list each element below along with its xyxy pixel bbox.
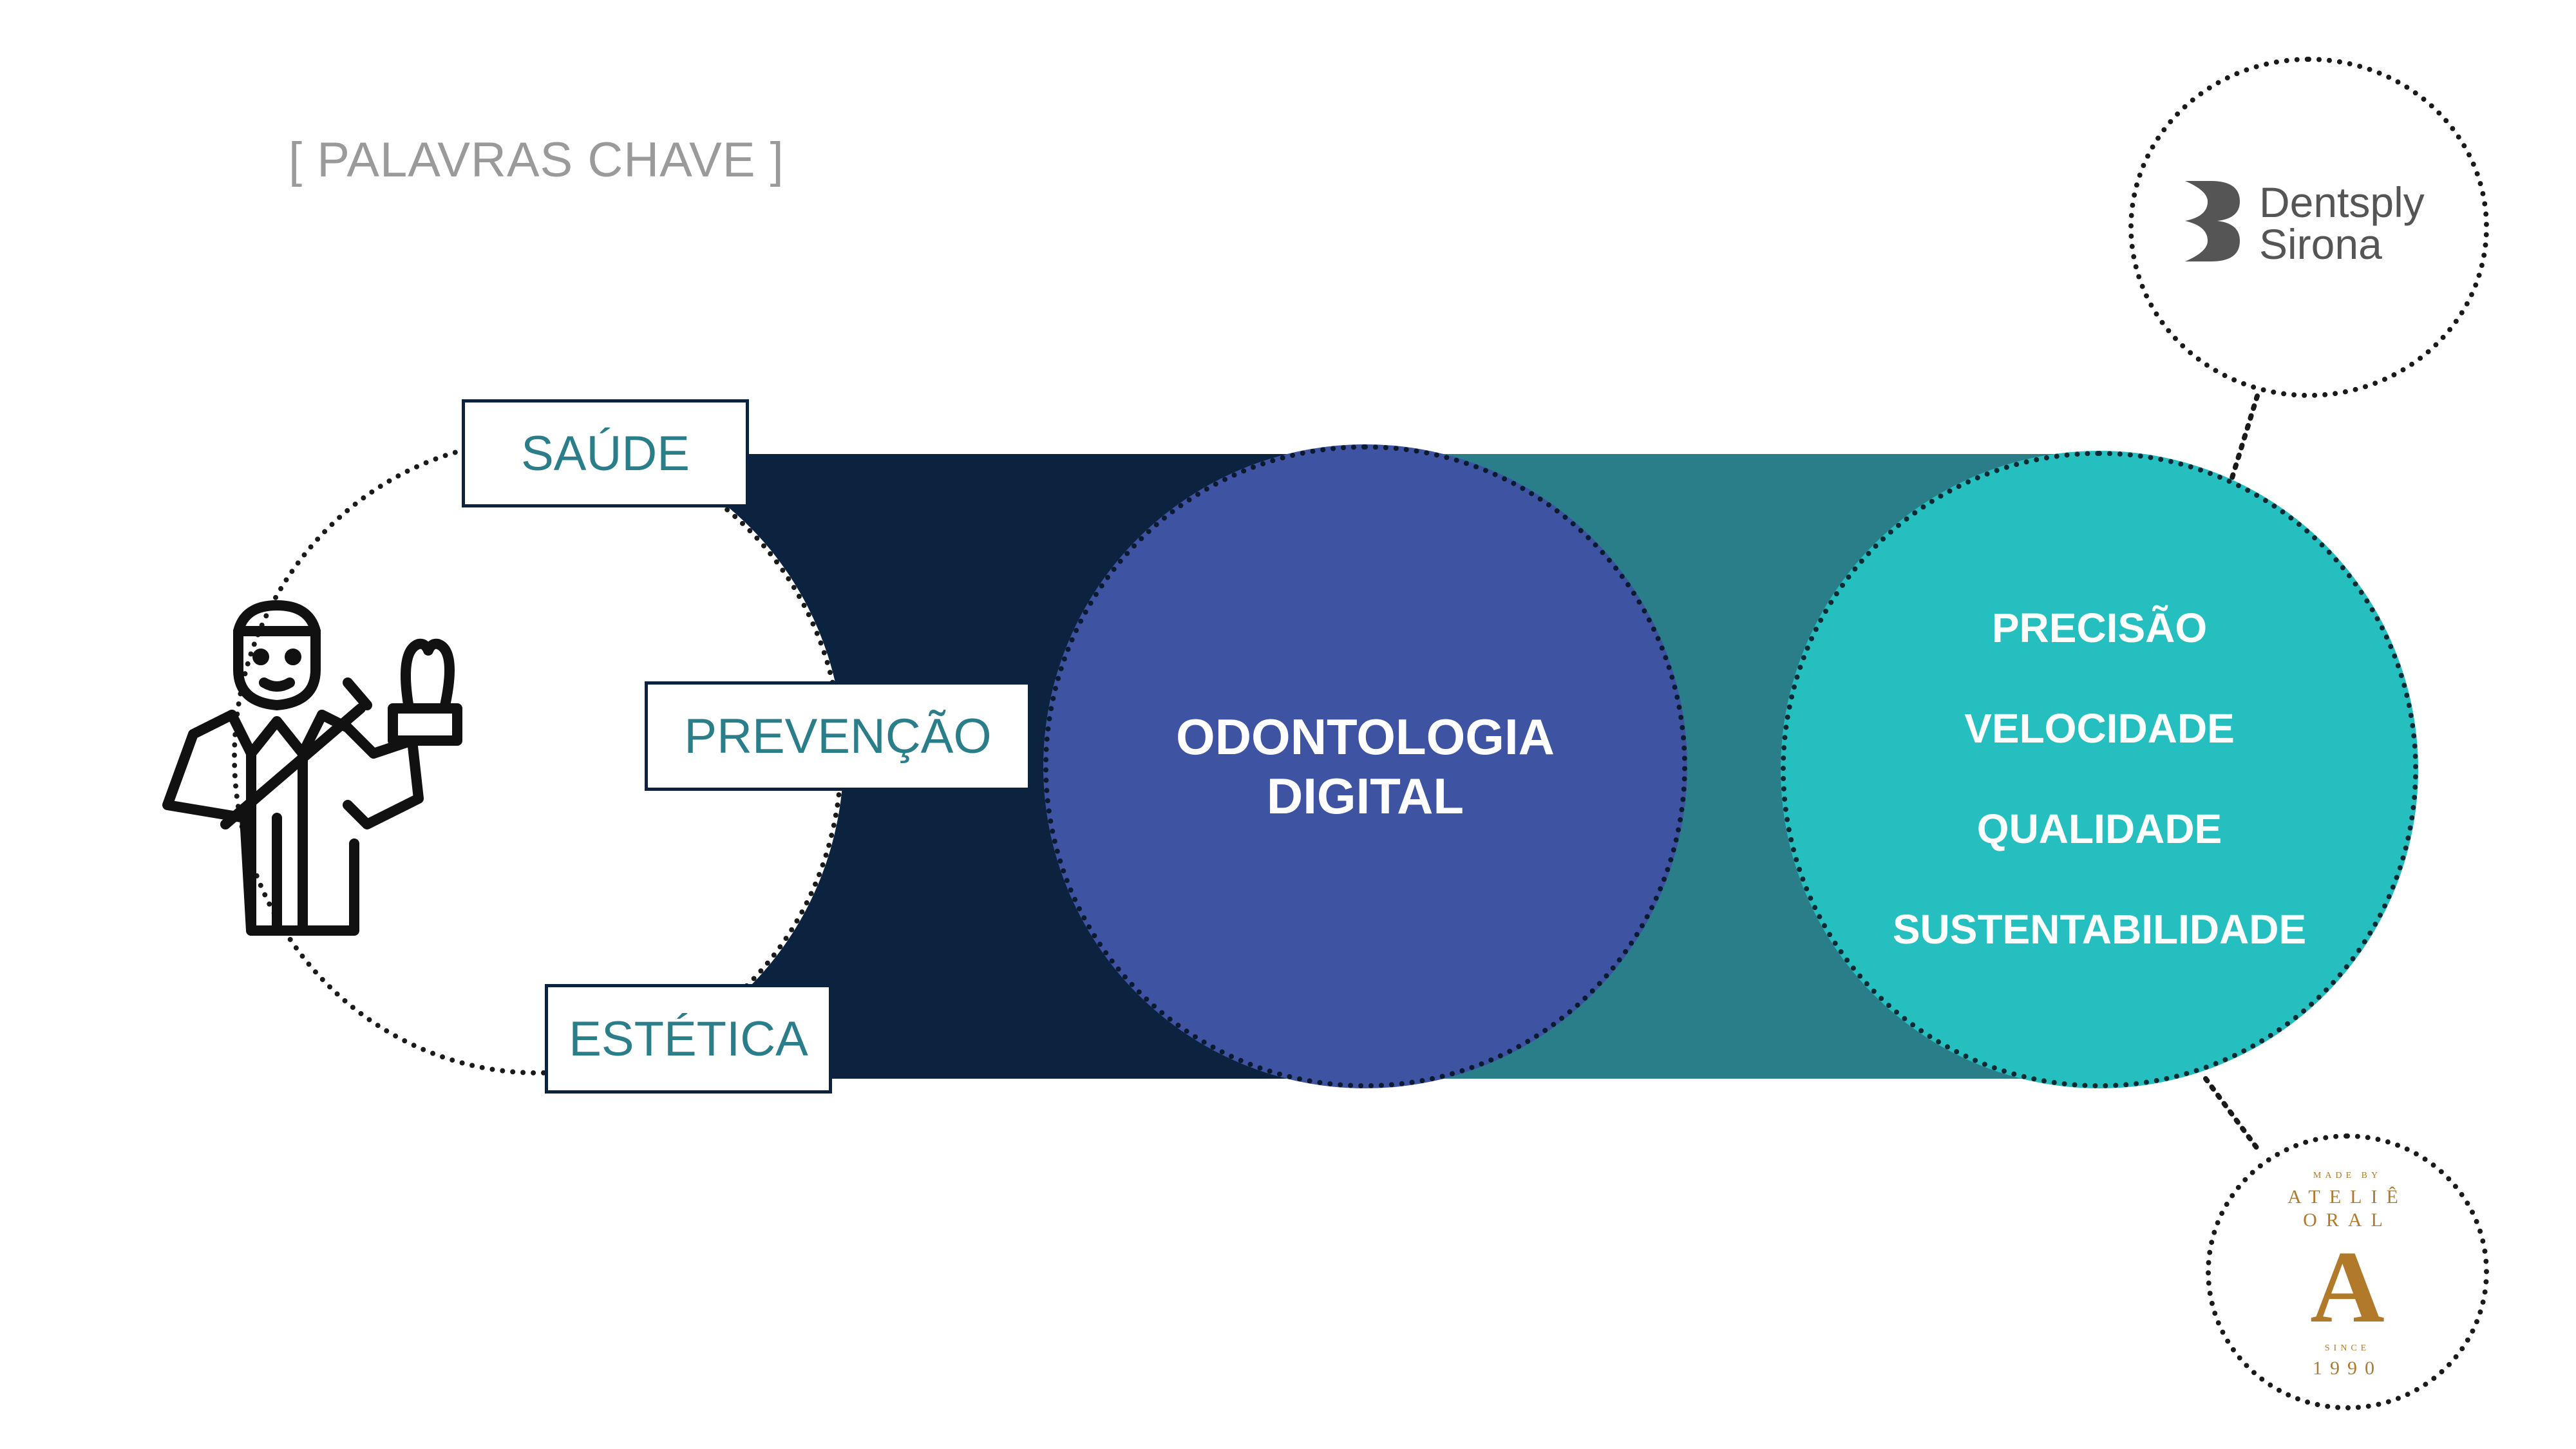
- dentsply-logo-line2: Sirona: [2259, 220, 2382, 268]
- dentsply-sirona-logo-icon: [2185, 181, 2240, 261]
- attribute-precisao: PRECISÃO: [1991, 605, 2208, 651]
- atelie-name-line1: ATELIÊ: [2287, 1186, 2407, 1208]
- attribute-velocidade: VELOCIDADE: [1964, 705, 2235, 752]
- keyword-estetica: ESTÉTICA: [545, 984, 832, 1094]
- center-label-line2: DIGITAL: [1266, 768, 1464, 824]
- atelie-since: SINCE: [2324, 1343, 2371, 1353]
- atelie-oral-logo-circle: MADE BY ATELIÊ ORAL A SINCE 1990: [2206, 1133, 2489, 1410]
- attribute-qualidade: QUALIDADE: [1976, 806, 2222, 852]
- atelie-year: 1990: [2313, 1358, 2382, 1379]
- dentist-icon: [162, 600, 462, 936]
- center-label: ODONTOLOGIA DIGITAL: [1159, 707, 1571, 826]
- right-circle: PRECISÃO VELOCIDADE QUALIDADE SUSTENTABI…: [1781, 451, 2418, 1088]
- dentsply-logo-line1: Dentsply: [2259, 178, 2425, 226]
- keyword-estetica-label: ESTÉTICA: [569, 1011, 808, 1066]
- keyword-prevencao: PREVENÇÃO: [645, 681, 1031, 791]
- dentsply-sirona-logo-circle: Dentsply Sirona: [2128, 57, 2489, 398]
- center-label-line1: ODONTOLOGIA: [1176, 708, 1555, 765]
- connector-dentsply: [2229, 393, 2260, 482]
- keyword-saude: SAÚDE: [462, 399, 749, 507]
- page-title: [ PALAVRAS CHAVE ]: [289, 133, 784, 187]
- center-circle: ODONTOLOGIA DIGITAL: [1043, 444, 1687, 1088]
- atelie-name-line2: ORAL: [2303, 1209, 2392, 1231]
- connector-atelie: [2203, 1076, 2263, 1155]
- attribute-sustentabilidade: SUSTENTABILIDADE: [1892, 906, 2307, 952]
- atelie-oral-logo-icon: A: [2310, 1229, 2385, 1344]
- keyword-prevencao-label: PREVENÇÃO: [684, 708, 992, 764]
- keyword-saude-label: SAÚDE: [521, 426, 690, 481]
- atelie-made-by: MADE BY: [2313, 1171, 2382, 1180]
